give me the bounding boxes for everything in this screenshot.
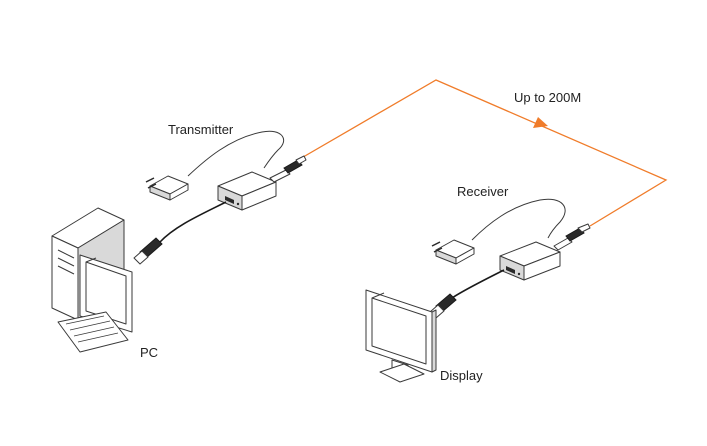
desktop-computer-icon [51,207,133,353]
distance-label: Up to 200M [514,90,582,105]
hdmi-plug-icon [133,237,163,265]
power-adapter-icon [431,239,475,265]
receiver-unit [429,198,591,319]
extender-box-icon [217,171,277,211]
receiver-label: Receiver [457,184,509,199]
transmitter-label: Transmitter [168,122,234,137]
fiber-connector-icon [269,155,307,183]
display-label: Display [440,368,483,383]
monitor-icon [365,289,437,383]
pc-label: PC [140,345,159,360]
transmitter-unit [133,130,307,265]
fiber-connector-icon [553,223,591,251]
direction-arrow-icon [533,117,548,128]
fiber-link [297,79,668,227]
extender-box-icon [499,241,561,281]
power-adapter-icon [145,175,189,201]
